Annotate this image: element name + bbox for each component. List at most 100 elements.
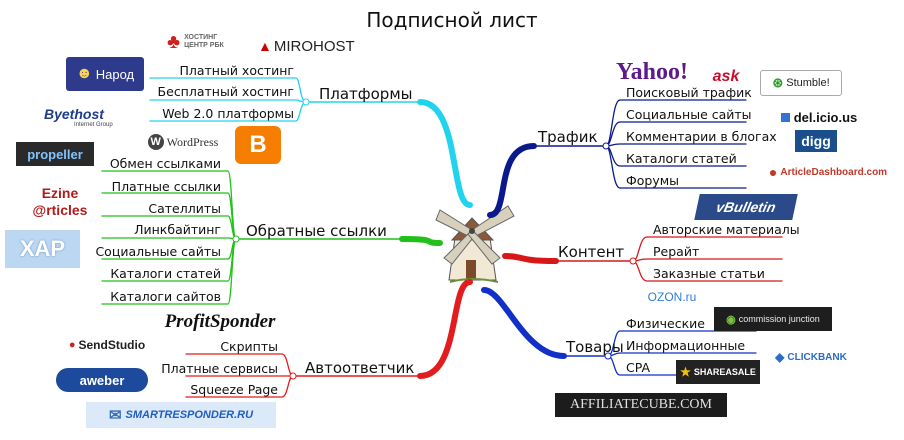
clickbank-logo: ◆ CLICKBANK bbox=[770, 346, 852, 368]
backlinks-item[interactable]: Сателлиты bbox=[148, 201, 221, 216]
platforms-item[interactable]: Web 2.0 платформы bbox=[162, 106, 294, 121]
wordpress-circle-icon: W bbox=[147, 134, 164, 150]
windmill-icon bbox=[435, 205, 515, 283]
profitsponder-logo: ProfitSponder bbox=[152, 310, 288, 334]
clickbank-icon: ◆ bbox=[775, 350, 785, 364]
backlinks-item-connector bbox=[101, 237, 237, 240]
byethost-text: Byethost bbox=[44, 106, 104, 122]
blogger-b-text: B bbox=[249, 131, 267, 158]
articledashboard-logo: ● ArticleDashboard.com bbox=[758, 160, 898, 184]
person-icon: ☻ bbox=[75, 65, 93, 82]
delicious-text: del.icio.us bbox=[793, 109, 858, 125]
backlinks-item[interactable]: Обмен ссылками bbox=[109, 156, 221, 171]
content-item[interactable]: Рерайт bbox=[653, 244, 700, 259]
branch-products[interactable]: Товары bbox=[566, 338, 624, 356]
byethost-subtext: Internet Group bbox=[74, 122, 113, 128]
stumble-icon: ⊛ bbox=[772, 75, 784, 90]
products-item[interactable]: Физические bbox=[626, 316, 705, 331]
backlinks-item[interactable]: Линкбайтинг bbox=[134, 222, 221, 237]
tree-icon: ♣ bbox=[166, 30, 181, 53]
content-item[interactable]: Заказные статьи bbox=[653, 266, 765, 281]
commission-junction-logo: ◉ commission junction bbox=[714, 307, 832, 331]
vbulletin-logo: vBulletin bbox=[694, 194, 798, 220]
products-item[interactable]: Информационные bbox=[626, 338, 746, 353]
vbulletin-text: vBulletin bbox=[714, 199, 778, 215]
traffic-item[interactable]: Форумы bbox=[626, 173, 680, 188]
backlinks-item[interactable]: Социальные сайты bbox=[95, 244, 221, 259]
ezine-articles-logo: Ezine @rticles bbox=[20, 180, 100, 224]
hosting-center-text: ХОСТИНГ ЦЕНТР РБК bbox=[184, 34, 224, 49]
aweber-text: aweber bbox=[79, 372, 125, 388]
smartresponder-logo: ✉ SMARTRESPONDER.RU bbox=[86, 402, 276, 428]
yahoo-logo: Yahoo! bbox=[610, 58, 694, 86]
content-item-connector bbox=[632, 258, 783, 262]
delicious-logo: del.icio.us bbox=[776, 107, 862, 127]
house-icon: ▲ bbox=[258, 38, 272, 54]
backlinks-item[interactable]: Платные ссылки bbox=[111, 179, 221, 194]
propeller-logo: propeller bbox=[16, 142, 94, 166]
traffic-item[interactable]: Социальные сайты bbox=[626, 107, 752, 122]
autoresponder-hub-node bbox=[289, 372, 297, 380]
clickbank-text: CLICKBANK bbox=[787, 351, 847, 363]
cj-circle-icon: ◉ bbox=[726, 313, 736, 326]
shareasale-logo: ★ SHAREASALE bbox=[676, 360, 760, 384]
autoresponder-item[interactable]: Платные сервисы bbox=[161, 361, 278, 376]
smartresponder-text: SMARTRESPONDER.RU bbox=[125, 409, 254, 421]
autoresponder-item[interactable]: Скрипты bbox=[220, 339, 278, 354]
stumble-logo: ⊛ Stumble! bbox=[760, 70, 842, 96]
platforms-item-connector bbox=[149, 99, 307, 103]
content-hub-node bbox=[629, 257, 637, 265]
ask-text: ask bbox=[712, 68, 740, 85]
traffic-item[interactable]: Каталоги статей bbox=[626, 151, 737, 166]
branch-backlinks[interactable]: Обратные ссылки bbox=[246, 222, 387, 240]
platforms-item[interactable]: Платный хостинг bbox=[179, 63, 294, 78]
autoresponder-trunk bbox=[417, 279, 473, 379]
ask-logo: ask bbox=[706, 66, 746, 88]
narod-logo: ☻ Народ bbox=[66, 57, 144, 91]
backlinks-trunk bbox=[399, 236, 443, 246]
branch-autoresponder[interactable]: Автоответчик bbox=[305, 359, 415, 377]
content-trunk bbox=[502, 253, 559, 264]
traffic-item[interactable]: Комментарии в блогах bbox=[626, 129, 777, 144]
platforms-item[interactable]: Бесплатный хостинг bbox=[157, 84, 294, 99]
traffic-trunk bbox=[487, 143, 537, 218]
wordpress-logo: W WordPress bbox=[138, 130, 228, 154]
aweber-logo: aweber bbox=[56, 368, 148, 392]
backlinks-item[interactable]: Каталоги сайтов bbox=[110, 289, 221, 304]
shareasale-star-icon: ★ bbox=[680, 365, 691, 379]
platforms-hub-node bbox=[302, 98, 310, 106]
backlinks-item[interactable]: Каталоги статей bbox=[110, 266, 221, 281]
dashboard-icon: ● bbox=[768, 164, 778, 180]
traffic-hub-node bbox=[602, 142, 610, 150]
branch-content[interactable]: Контент bbox=[558, 243, 625, 261]
shareasale-text: SHAREASALE bbox=[693, 367, 756, 377]
sendstudio-logo: ● SendStudio bbox=[60, 334, 154, 356]
products-item-connector bbox=[607, 352, 757, 357]
yahoo-text: Yahoo! bbox=[615, 58, 688, 85]
blogger-logo: B bbox=[235, 126, 281, 164]
profitsponder-text: ProfitSponder bbox=[164, 311, 276, 332]
ezine-articles-text: Ezine @rticles bbox=[32, 185, 88, 218]
xap-logo: XAP bbox=[5, 230, 80, 268]
branch-traffic[interactable]: Трафик bbox=[538, 128, 598, 146]
branch-platforms[interactable]: Платформы bbox=[319, 85, 413, 103]
wordpress-text: WordPress bbox=[166, 134, 219, 149]
envelope-icon: ✉ bbox=[108, 407, 122, 424]
map-title: Подписной лист bbox=[366, 8, 538, 32]
traffic-item[interactable]: Поисковый трафик bbox=[626, 85, 752, 100]
platforms-trunk bbox=[417, 99, 473, 208]
products-trunk bbox=[481, 287, 567, 359]
autoresponder-item[interactable]: Squeeze Page bbox=[190, 382, 278, 397]
narod-text: Народ bbox=[95, 66, 135, 82]
stumble-text: Stumble! bbox=[786, 77, 830, 89]
mirohost-logo: ▲ MIROHOST bbox=[258, 35, 358, 57]
content-item[interactable]: Авторские материалы bbox=[653, 222, 800, 237]
byethost-logo: Byethost Internet Group bbox=[44, 100, 136, 134]
affiliatecube-text: AFFILIATECUBE.COM bbox=[570, 397, 712, 412]
backlinks-hub-node bbox=[232, 235, 240, 243]
sendstudio-text: SendStudio bbox=[78, 338, 146, 352]
ozon-text: OZON.ru bbox=[647, 290, 697, 304]
propeller-text: propeller bbox=[27, 146, 83, 162]
products-item[interactable]: CPA bbox=[626, 360, 651, 375]
